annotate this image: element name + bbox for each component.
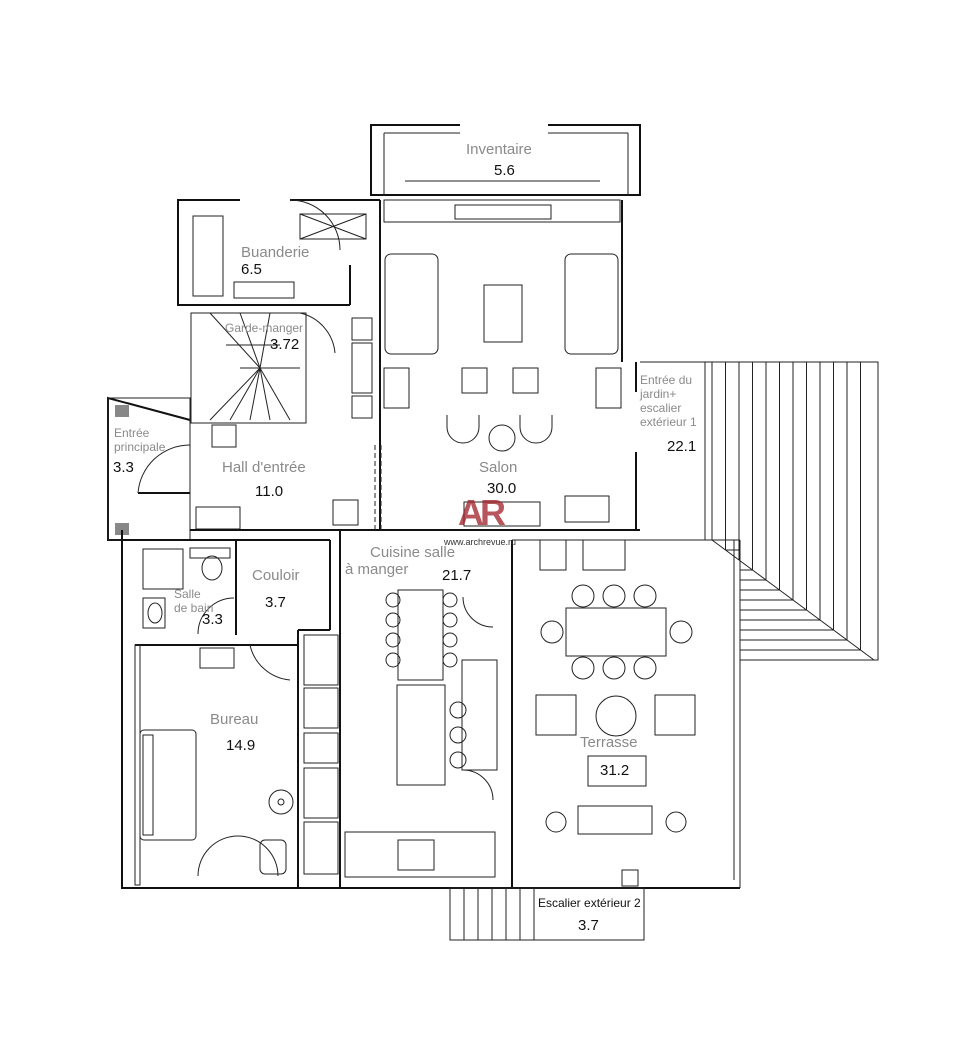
room-name: Terrasse (580, 734, 638, 751)
room-name: Cuisine salle à manger (345, 544, 456, 578)
room-area: 31.2 (600, 762, 630, 779)
stair-diagonal (806, 609, 821, 621)
lower-left-walls (121, 530, 341, 889)
exterior-stairs-2 (449, 887, 645, 941)
watermark-url: www.archrevue.ru (444, 537, 517, 547)
salon-furniture (383, 253, 622, 527)
exterior-stairs-1 (640, 361, 879, 661)
stair-diagonal (752, 569, 767, 581)
terrasse-furniture (512, 539, 741, 888)
room-area: 21.7 (442, 567, 472, 584)
room-area: 11.0 (255, 483, 284, 500)
room-name: Escalier extérieur 2 (538, 896, 641, 910)
room-name: Buanderie (241, 244, 310, 261)
stair-diagonal (738, 559, 753, 571)
room-area: 5.6 (494, 162, 515, 179)
hall-walls (107, 396, 640, 541)
room-area: 3.3 (202, 611, 223, 628)
stair-diagonal (792, 599, 807, 611)
stair-diagonal (725, 549, 740, 561)
stair-diagonal (819, 619, 834, 631)
room-name: Garde-manger (225, 321, 304, 335)
stair-diagonal (779, 589, 794, 601)
room-name: Hall d'entrée (222, 459, 306, 476)
room-area: 3.7 (578, 917, 599, 934)
interior-stairs (190, 312, 373, 448)
room-name: Salon (479, 459, 518, 476)
room-area: 3.7 (265, 594, 286, 611)
inventaire-walls (370, 124, 641, 196)
room-name: Bureau (210, 711, 259, 728)
room-area: 14.9 (226, 737, 256, 754)
stair-diagonal (711, 539, 726, 551)
room-name: Couloir (252, 567, 300, 584)
watermark-logo: AR (458, 492, 506, 533)
room-area: 22.1 (667, 438, 697, 455)
stair-diagonal (846, 639, 861, 651)
room-area: 3.3 (113, 459, 134, 476)
stair-diagonal (860, 649, 875, 661)
room-area: 3.72 (270, 336, 300, 353)
room-name: Inventaire (466, 141, 532, 158)
stair-diagonal (833, 629, 848, 641)
room-name: Entrée principale (114, 426, 166, 454)
room-name: Entrée du jardin+ escalier extérieur 1 (640, 373, 697, 429)
room-name: Salle de bain (174, 587, 214, 615)
upper-walls (177, 199, 637, 530)
kitchen-furniture (340, 539, 740, 889)
stair-diagonal (765, 579, 780, 591)
room-area: 30.0 (487, 480, 517, 497)
room-area: 6.5 (241, 261, 262, 278)
